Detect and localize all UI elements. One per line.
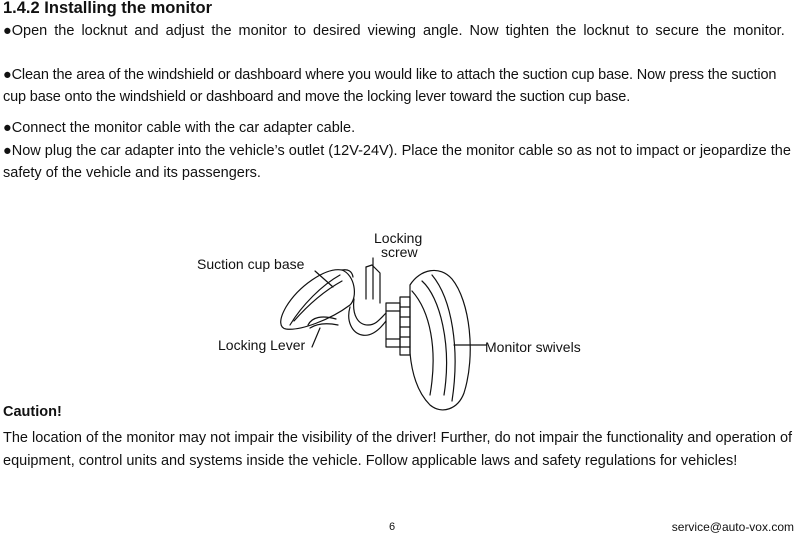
step-adjust-monitor: ●Open the locknut and adjust the monitor… (3, 23, 785, 39)
label-locking-lever: Locking Lever (218, 337, 306, 353)
locking-lever-drawing (307, 316, 339, 329)
monitor-mount-diagram: Locking screw Suction cup base Locking L… (197, 230, 581, 411)
label-leader-lines (311, 257, 487, 348)
footer-email: service@auto-vox.com (671, 520, 794, 534)
page-number: 6 (389, 521, 396, 533)
locknut-drawing (385, 296, 411, 356)
step-connect-cable: ●Connect the monitor cable with the car … (3, 120, 356, 136)
label-locking-screw-2: screw (381, 244, 418, 260)
step-attach-suction-cup: ●Clean the area of the windshield or das… (3, 67, 777, 105)
section-heading: 1.4.2 Installing the monitor (3, 0, 213, 17)
label-suction-cup-base: Suction cup base (197, 256, 305, 272)
caution-title: Caution! (3, 404, 62, 420)
label-monitor-swivels: Monitor swivels (485, 339, 581, 355)
label-locking-screw-1: Locking (374, 230, 422, 246)
monitor-housing-drawing (409, 269, 471, 411)
mount-arm-drawing (348, 264, 387, 336)
caution-text: The location of the monitor may not impa… (3, 430, 793, 469)
step-plug-adapter: ●Now plug the car adapter into the vehic… (3, 143, 791, 181)
suction-cup-drawing (280, 269, 356, 330)
